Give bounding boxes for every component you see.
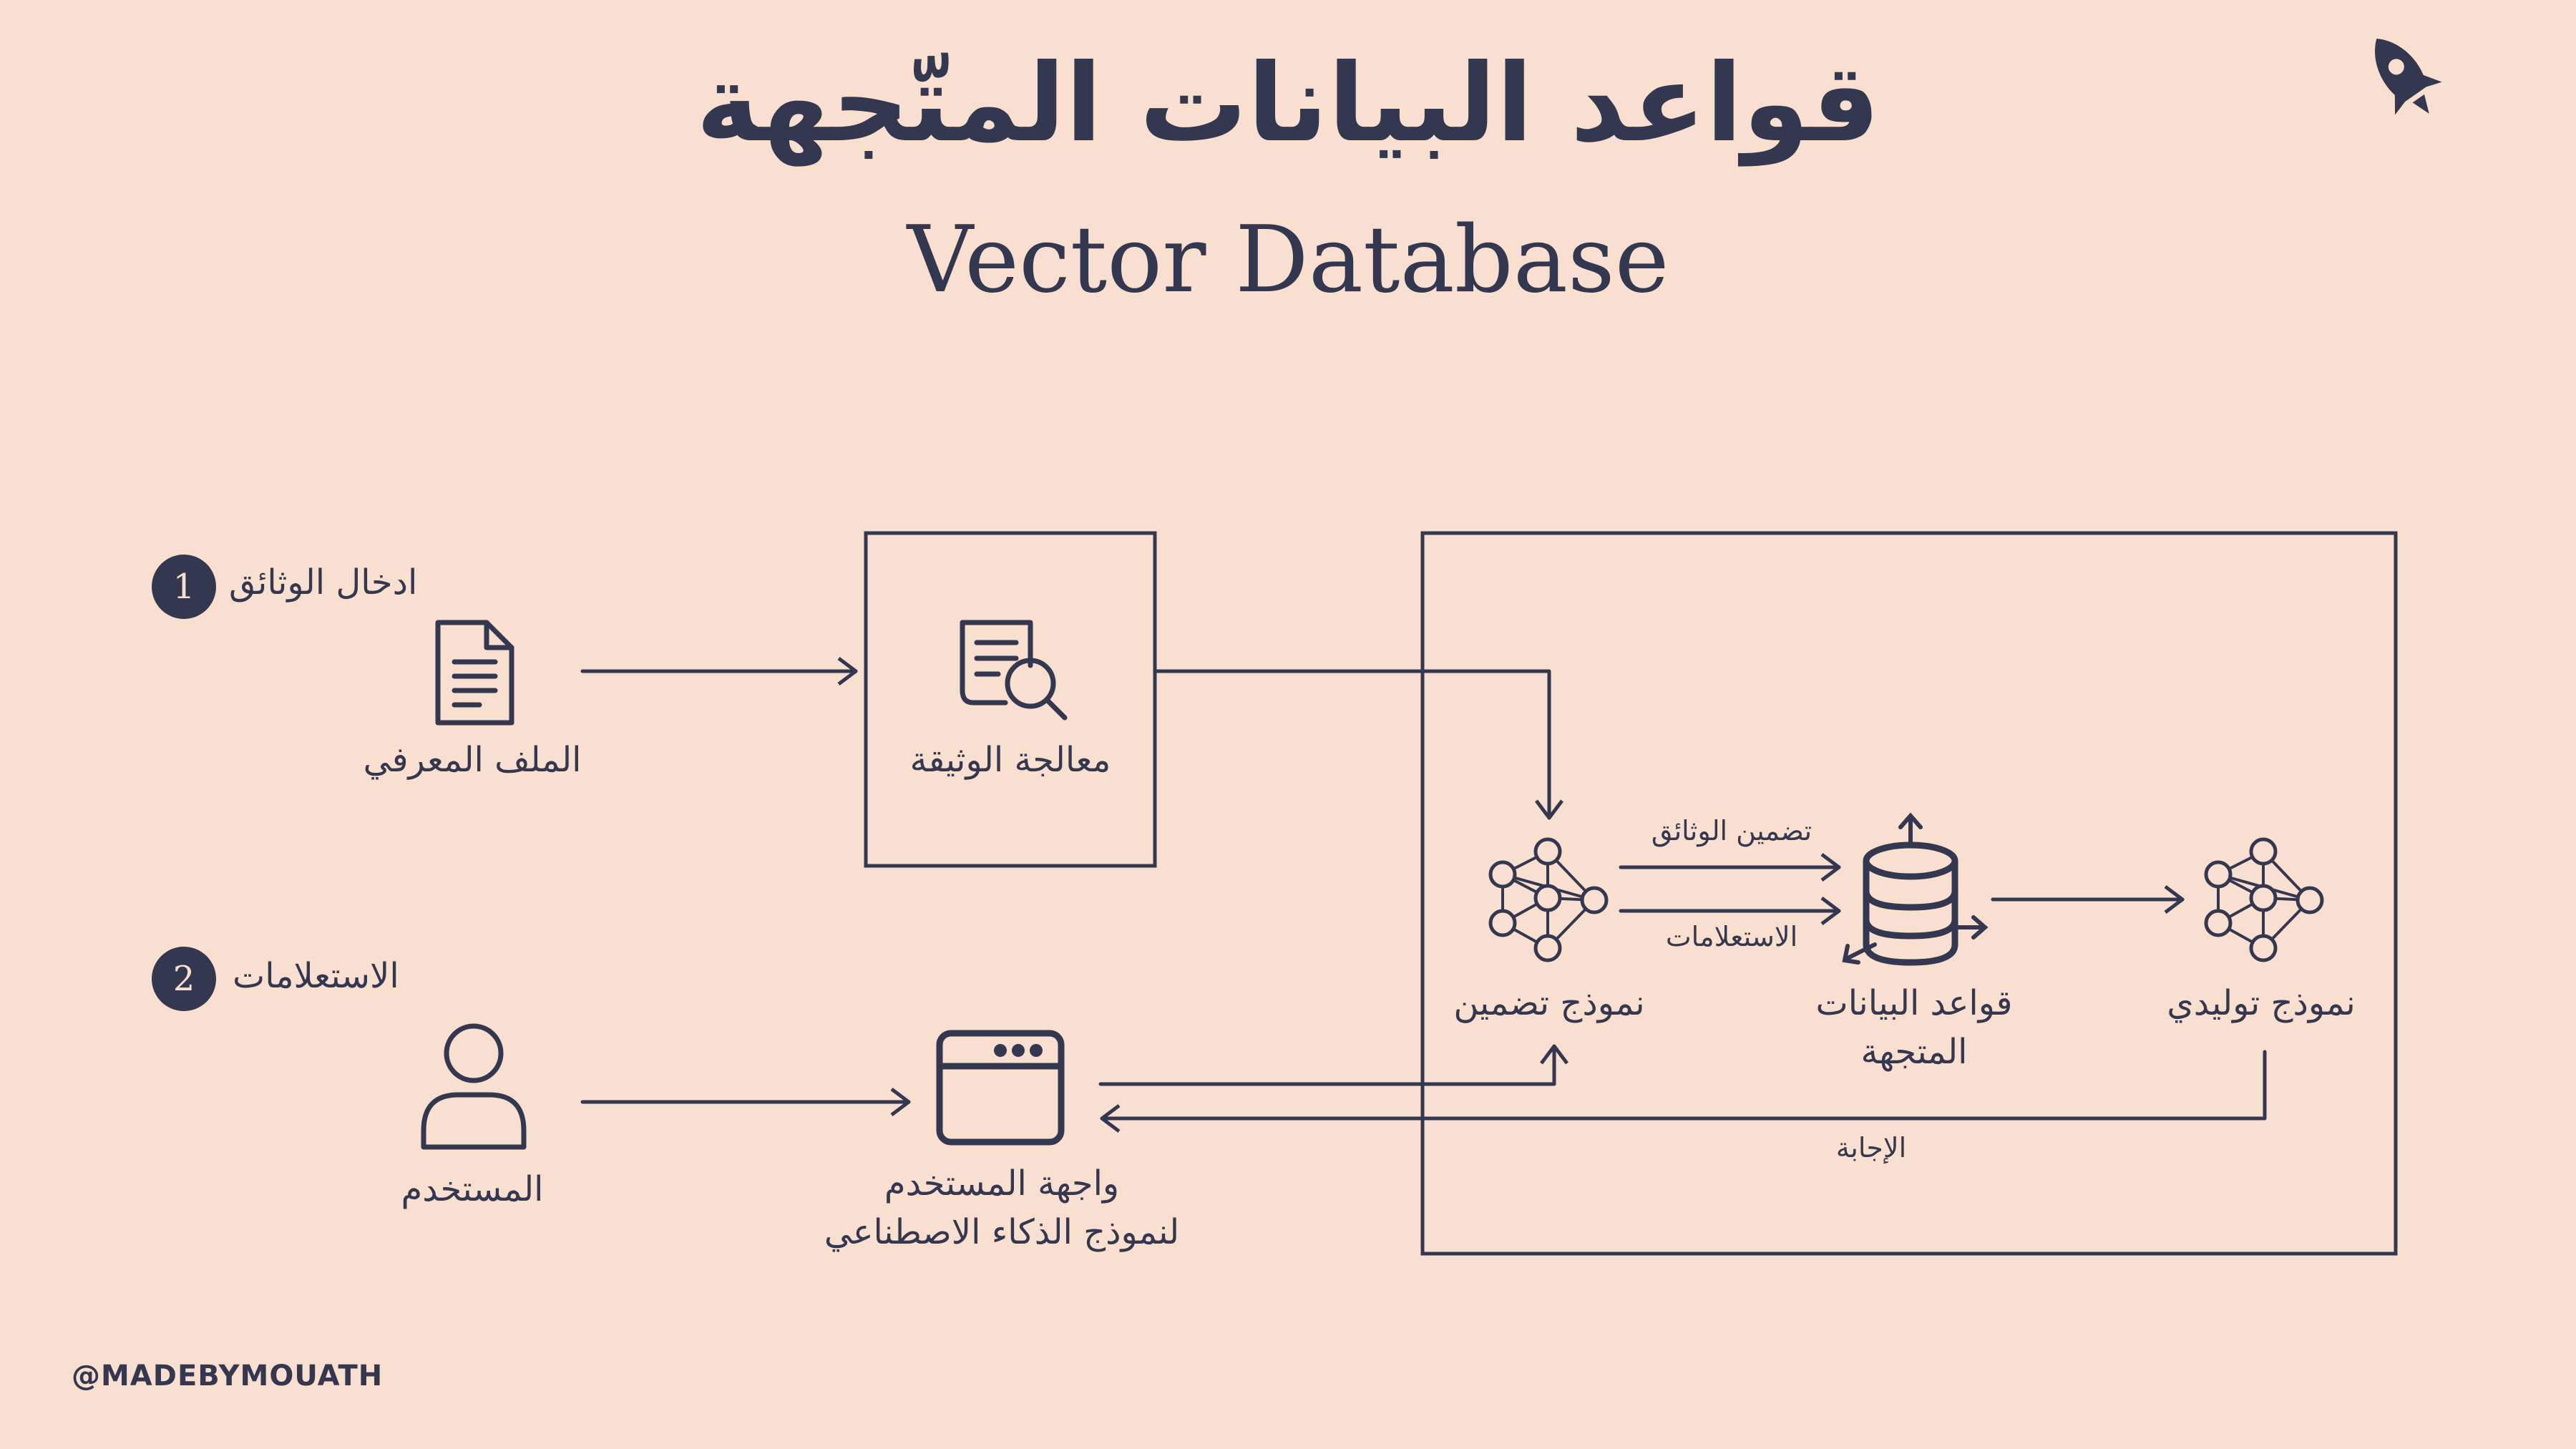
user-label: المستخدم xyxy=(401,1169,544,1209)
generative-network-icon xyxy=(2204,837,2324,962)
doc-processing-label: معالجة الوثيقة xyxy=(909,740,1111,780)
arrow-answer xyxy=(1100,1050,2267,1133)
rag-system-box xyxy=(1420,531,2398,1256)
generative-model-label: نموذج توليدي xyxy=(2167,983,2356,1023)
doc-processing-box xyxy=(864,531,1157,868)
title-english: Vector Database xyxy=(907,207,1669,313)
ai-interface-label-line2: لنموذج الذكاء الاصطناعي xyxy=(824,1212,1180,1252)
queries-edge-label: الاستعلامات xyxy=(1665,921,1798,952)
ai-interface-label-line1: واجهة المستخدم xyxy=(884,1163,1120,1204)
database-icon xyxy=(1842,812,1989,966)
answer-edge-label: الإجابة xyxy=(1835,1132,1907,1163)
document-search-icon xyxy=(960,620,1068,721)
embedding-model-label: نموذج تضمين xyxy=(1453,983,1645,1023)
title-arabic: قواعد البيانات المتّجهة xyxy=(696,42,1880,166)
rocket-icon xyxy=(2375,39,2442,115)
step-2-label: الاستعلامات xyxy=(233,956,399,996)
step-2-badge: 2 xyxy=(152,947,216,1011)
knowledge-file-label: الملف المعرفي xyxy=(363,740,582,780)
arrow-processing-to-embedding xyxy=(1153,669,1563,820)
doc-embedding-edge-label: تضمين الوثائق xyxy=(1651,815,1813,847)
step-1-badge: 1 xyxy=(152,555,216,619)
author-handle[interactable]: @MADEBYMOUATH xyxy=(72,1360,384,1392)
browser-window-icon xyxy=(936,1030,1065,1146)
user-icon xyxy=(421,1023,527,1150)
vector-db-label-line2: المتجهة xyxy=(1860,1032,1968,1072)
vector-db-label-line1: قواعد البيانات xyxy=(1815,983,2013,1023)
arrow-interface-to-embedding xyxy=(1098,1044,1568,1086)
step-1-label: ادخال الوثائق xyxy=(229,562,418,602)
document-icon xyxy=(435,620,514,726)
embedding-network-icon xyxy=(1488,837,1609,962)
